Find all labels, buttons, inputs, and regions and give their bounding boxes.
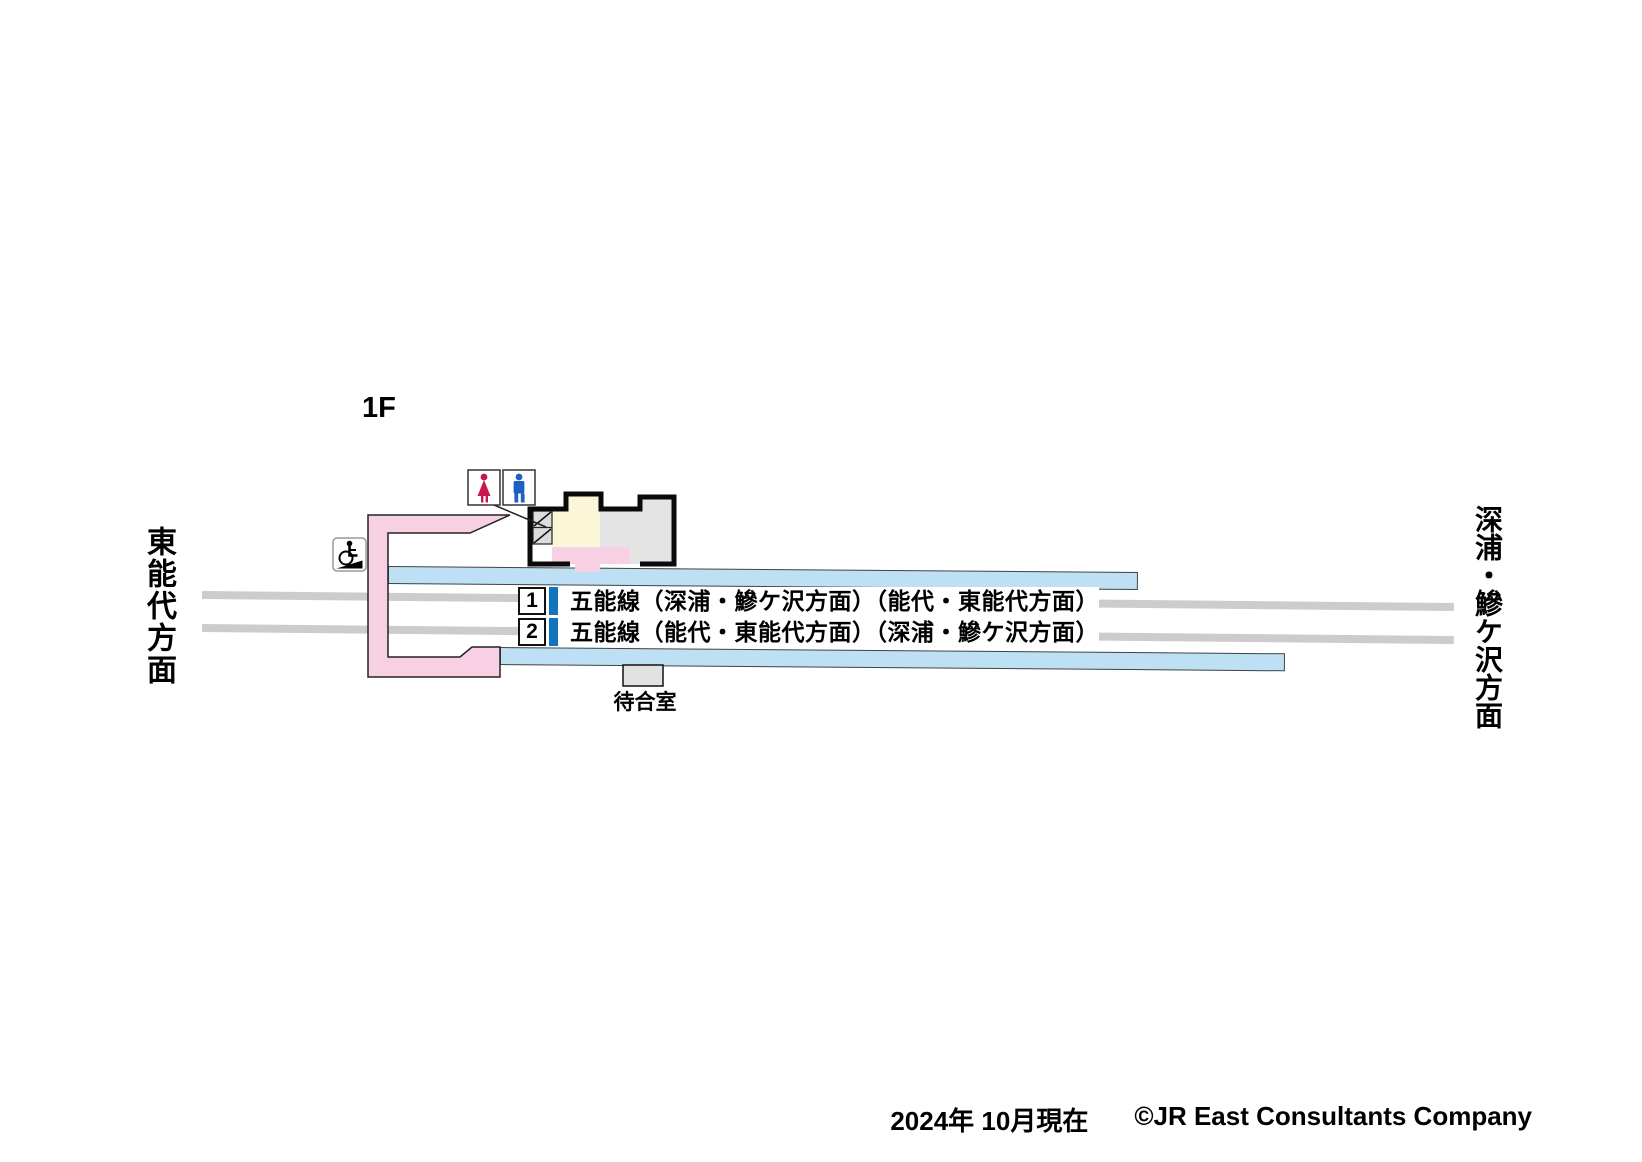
building-room-cream <box>552 494 601 547</box>
toilet-woman-icon <box>467 469 501 506</box>
waiting-room-box <box>622 664 664 687</box>
platform-1-blue-bar <box>549 587 558 615</box>
platform-2-line-label: 五能線（能代・東能代方面）（深浦・鰺ケ沢方面） <box>570 619 1099 645</box>
walkway-loop <box>367 514 511 678</box>
platform-2-number-badge: 2 <box>518 618 546 646</box>
footer-copyright: ©JR East Consultants Company <box>1134 1101 1532 1131</box>
platform-1-number-badge: 1 <box>518 587 546 615</box>
waiting-room-label: 待合室 <box>613 691 677 714</box>
platform-1-line-label: 五能線（深浦・鰺ケ沢方面）（能代・東能代方面） <box>570 588 1099 614</box>
footer-date: 2024年 10月現在 <box>890 1106 1089 1136</box>
toilet-man-icon <box>502 469 536 506</box>
direction-left-label: 東能代方面 <box>142 526 175 686</box>
building-entrance-pink <box>552 547 630 564</box>
wheelchair-ramp-icon <box>332 537 367 572</box>
toilet-sign-leader-line <box>493 504 547 528</box>
stairs-area <box>532 510 553 545</box>
platform-1-label-row: 1 五能線（深浦・鰺ケ沢方面）（能代・東能代方面） <box>518 587 1099 615</box>
footer: 2024年 10月現在 ©JR East Consultants Company <box>890 1101 1532 1138</box>
floor-label: 1F <box>362 392 396 424</box>
direction-right-label: 深浦・鰺ケ沢方面 <box>1472 505 1503 729</box>
platform-2-blue-bar <box>549 618 558 646</box>
building-outline <box>527 491 677 567</box>
platform-2-label-row: 2 五能線（能代・東能代方面）（深浦・鰺ケ沢方面） <box>518 618 1099 646</box>
